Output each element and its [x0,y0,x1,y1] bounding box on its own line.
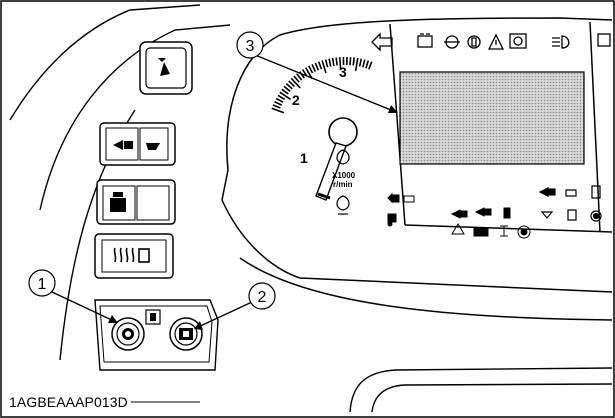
callout-3: 3 [236,31,264,59]
rotating-icon [591,185,601,199]
pto-icon [387,192,393,204]
tach-tick [277,94,286,101]
tach-tick [285,83,293,90]
lower-housing [349,367,613,413]
turn-right-icon [538,187,549,197]
tach-number-2: 2 [292,92,300,108]
hazard-switch [139,41,193,95]
tachometer-ticks [271,56,373,114]
slope-icon [451,223,465,235]
tach-tick [311,63,317,72]
callout-3-leader [254,54,397,113]
tach-tick [275,97,284,103]
left-indicator-cluster [387,192,415,227]
figure-reference-code: 1AGBEAAAP013D [6,394,131,410]
center-indicator-cluster [450,207,531,239]
tach-unit: r/min [333,180,353,189]
partial-icon [597,33,611,47]
tach-tick [352,57,355,66]
tach-tick [349,57,352,66]
filter-icon [503,207,511,219]
callout-2-leader [195,301,253,329]
temp-icon [540,211,554,219]
tach-number-3: 3 [339,64,347,80]
wheel-icon [565,189,577,197]
tach-tick [271,107,285,114]
tach-tick [365,60,370,69]
tach-tick [293,75,300,83]
tach-tick [328,58,332,67]
parking-brake-icon [517,225,531,239]
tach-tick [296,73,303,81]
tach-tick [283,85,291,93]
fuel-drop-icon [336,195,350,211]
callout-1-number: 1 [38,276,47,293]
callout-1: 1 [28,269,56,297]
hitch-icon [500,225,508,237]
knob-1 [111,317,145,351]
tach-tick [288,80,296,88]
cluster-outline [221,17,613,321]
status-icon [590,210,602,222]
tach-tick [290,77,301,89]
callout-1-leader [51,291,117,323]
lift-icon [450,209,461,219]
tach-tick [279,91,292,101]
callout-3-number: 3 [246,38,255,55]
right-indicator-cluster [538,185,602,222]
headlight-icon [552,37,560,47]
tach-tick [335,57,338,66]
pto-secondary-icon [403,195,415,203]
lift-auto-icon [474,207,485,217]
turn-signal-left-icon [371,32,393,52]
rocker-switch-1 [99,122,176,166]
tach-tick [317,61,323,70]
tach-number-1: 1 [300,150,308,166]
camera-icon [509,33,527,49]
callout-arrowheads [108,105,398,330]
tach-tick [339,57,342,71]
left-panel-outline [9,4,231,361]
rear-defrost-switch [94,233,174,279]
tach-tick [321,60,327,74]
hand-icon [567,209,577,221]
tach-tick [362,59,366,68]
tach-tick [324,59,329,68]
tach-tick [272,104,281,109]
glow-plug-icon [467,35,481,49]
rocker-switch-2 [96,179,176,225]
tach-tick [308,65,314,74]
top-indicator-row [371,32,611,52]
tach-multiplier: X1000 [332,171,356,180]
battery-icon [417,35,433,48]
tach-tick [314,62,320,71]
tractor-icon [387,213,397,223]
trailer-icon [473,227,489,237]
lcd-display [399,71,585,165]
callout-2-number: 2 [258,289,267,306]
water-drop-icon [336,149,350,165]
tachometer-needle [315,117,358,201]
tach-tick [274,100,283,106]
callout-2: 2 [248,282,276,310]
tach-tick [331,57,335,67]
tach-tick [281,88,289,95]
warning-icon [487,33,505,50]
knob-2 [169,317,203,351]
tach-side-indicators [336,149,350,215]
tach-tick [354,57,359,72]
tach-tick [358,58,363,67]
tach-tick [368,61,373,70]
